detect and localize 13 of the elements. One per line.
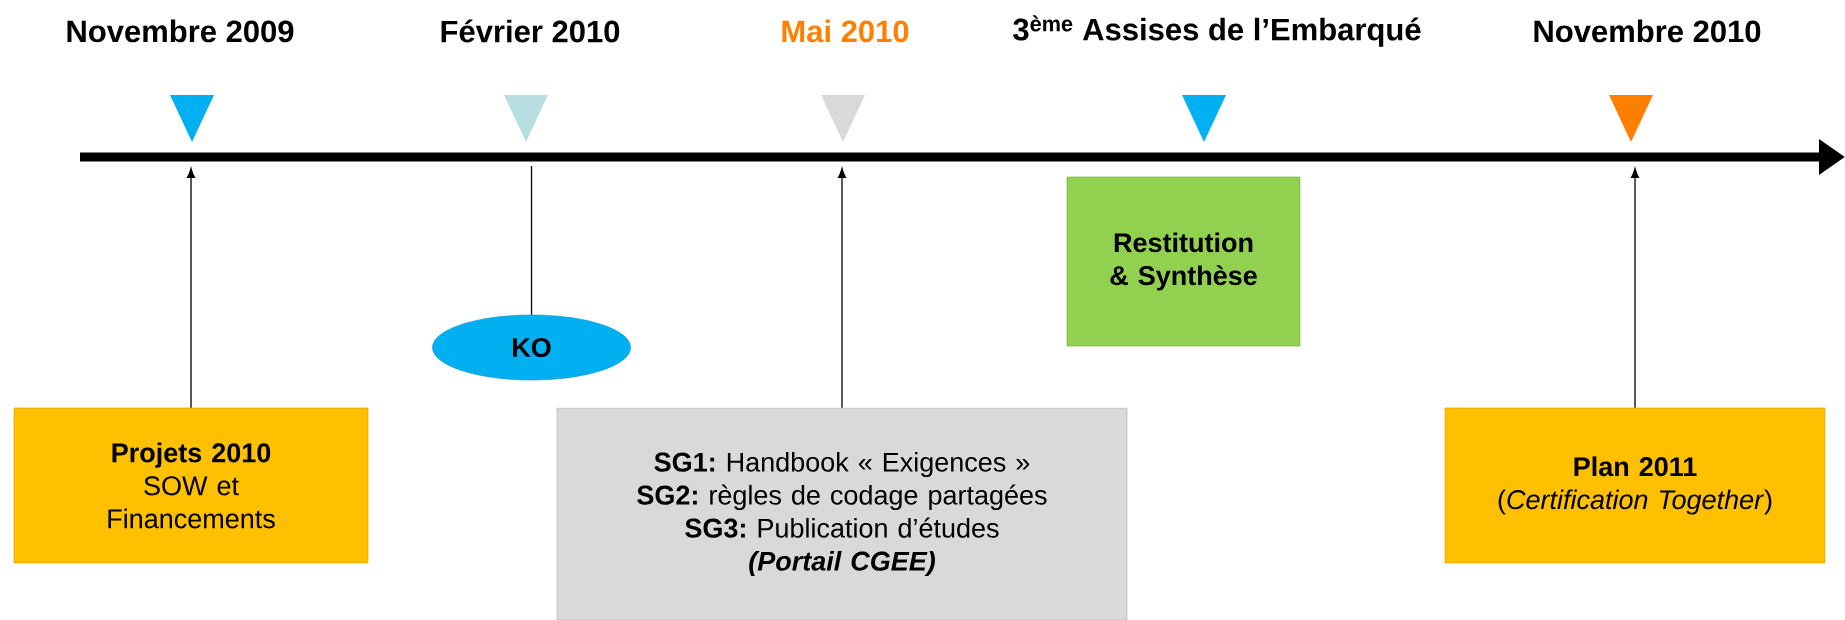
connector-line (530, 165, 533, 316)
plan-box: Plan 2011 (Certification Together) (1444, 407, 1826, 564)
arrow (187, 168, 196, 409)
date-heading: 3$^{ème}$ Assises de l’Embarqué (1013, 15, 1421, 47)
date-heading: Novembre 2009 (67, 19, 294, 43)
date-heading: Février 2010 (441, 19, 620, 43)
arrow (838, 168, 847, 409)
arrow (1631, 168, 1640, 409)
date-heading: Novembre 2010 (1534, 19, 1761, 43)
date-heading: Mai 2010 (782, 19, 909, 43)
subgroup-box: SG1: Handbook « Exigences » SG2: règles de codage partagées SG3: Publication d’études (Portail CGEE) (556, 407, 1128, 620)
project-box: Projets 2010 SOW et Financements (13, 407, 369, 564)
result-box: Restitution & Synthèse (1066, 176, 1301, 347)
